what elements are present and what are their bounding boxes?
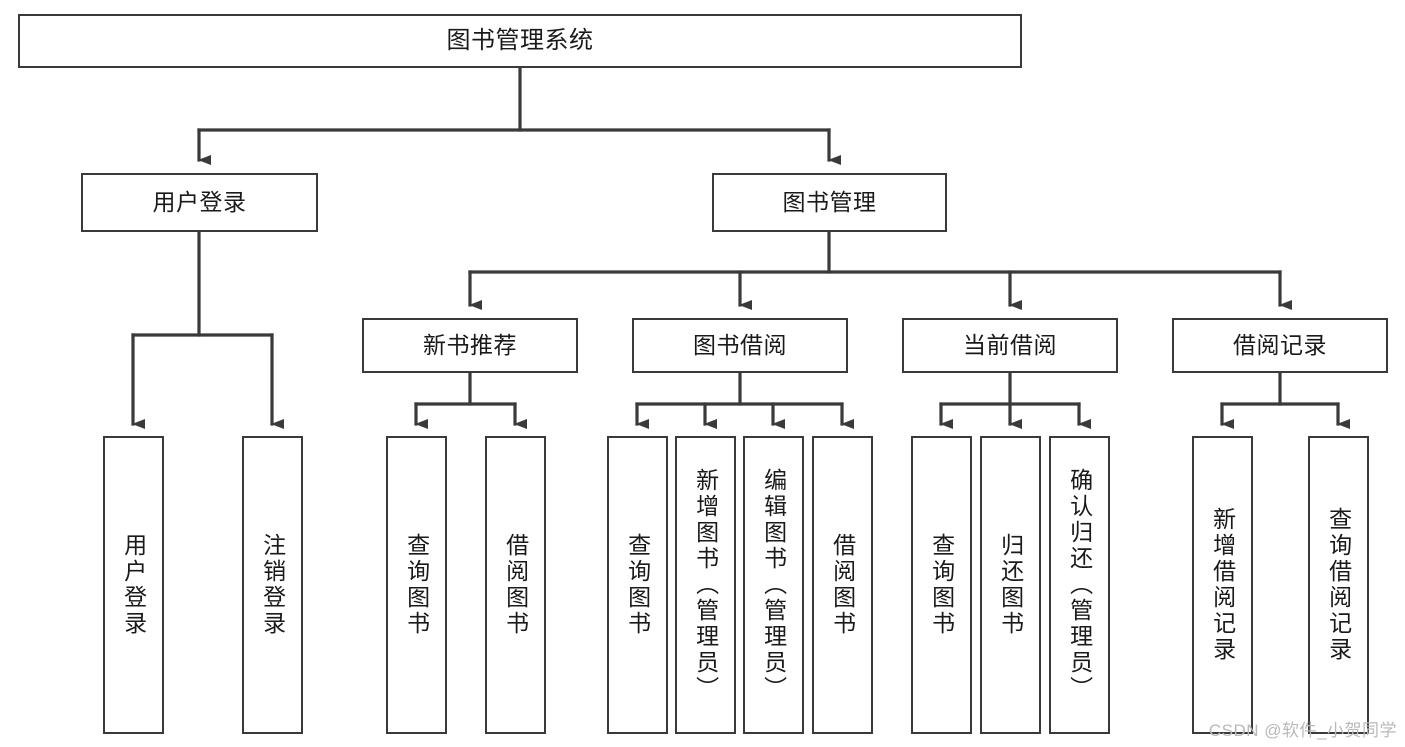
node-borrow-record[interactable]: 借阅记录 (1172, 318, 1388, 373)
node-leaf-query-borrow-record[interactable]: 查询借阅记录 (1308, 436, 1369, 734)
node-book-borrow[interactable]: 图书借阅 (632, 318, 848, 373)
node-label: 查询借阅记录 (1325, 507, 1352, 663)
node-label: 查询图书 (624, 533, 651, 637)
node-label: 用户登录 (152, 188, 247, 215)
node-leaf-return-book[interactable]: 归还图书 (980, 436, 1041, 734)
node-label: 新书推荐 (423, 331, 517, 358)
node-leaf-query-book-2[interactable]: 查询图书 (607, 436, 668, 734)
node-root-book-management-system[interactable]: 图书管理系统 (18, 14, 1022, 68)
node-leaf-user-login[interactable]: 用户登录 (103, 436, 164, 734)
node-label: 借阅图书 (502, 533, 529, 637)
node-leaf-add-borrow-record[interactable]: 新增借阅记录 (1192, 436, 1253, 734)
node-leaf-borrow-book-1[interactable]: 借阅图书 (485, 436, 546, 734)
node-label: 查询图书 (403, 533, 430, 637)
node-label: 编辑图书（管理员） (760, 468, 787, 702)
node-current-borrow[interactable]: 当前借阅 (902, 318, 1118, 373)
node-user-login[interactable]: 用户登录 (81, 173, 318, 232)
node-label: 图书管理 (782, 188, 877, 215)
node-label: 借阅记录 (1233, 331, 1327, 358)
node-label: 新增借阅记录 (1209, 507, 1236, 663)
node-leaf-confirm-return[interactable]: 确认归还（管理员） (1049, 436, 1110, 734)
node-leaf-logout[interactable]: 注销登录 (242, 436, 303, 734)
node-label: 注销登录 (259, 533, 286, 637)
node-leaf-query-book-1[interactable]: 查询图书 (386, 436, 447, 734)
node-leaf-add-book[interactable]: 新增图书（管理员） (675, 436, 736, 734)
node-leaf-edit-book[interactable]: 编辑图书（管理员） (743, 436, 804, 734)
node-leaf-query-book-3[interactable]: 查询图书 (911, 436, 972, 734)
node-label: 归还图书 (997, 533, 1024, 637)
node-label: 用户登录 (120, 533, 147, 637)
node-label: 查询图书 (928, 533, 955, 637)
node-label: 当前借阅 (963, 331, 1057, 358)
node-book-management[interactable]: 图书管理 (712, 173, 947, 232)
node-label: 新增图书（管理员） (692, 468, 719, 702)
node-new-book-recommendation[interactable]: 新书推荐 (362, 318, 578, 373)
node-label: 确认归还（管理员） (1066, 468, 1093, 702)
node-label: 图书借阅 (693, 331, 787, 358)
node-label: 借阅图书 (829, 533, 856, 637)
node-leaf-borrow-book-2[interactable]: 借阅图书 (812, 436, 873, 734)
node-label: 图书管理系统 (446, 26, 594, 54)
